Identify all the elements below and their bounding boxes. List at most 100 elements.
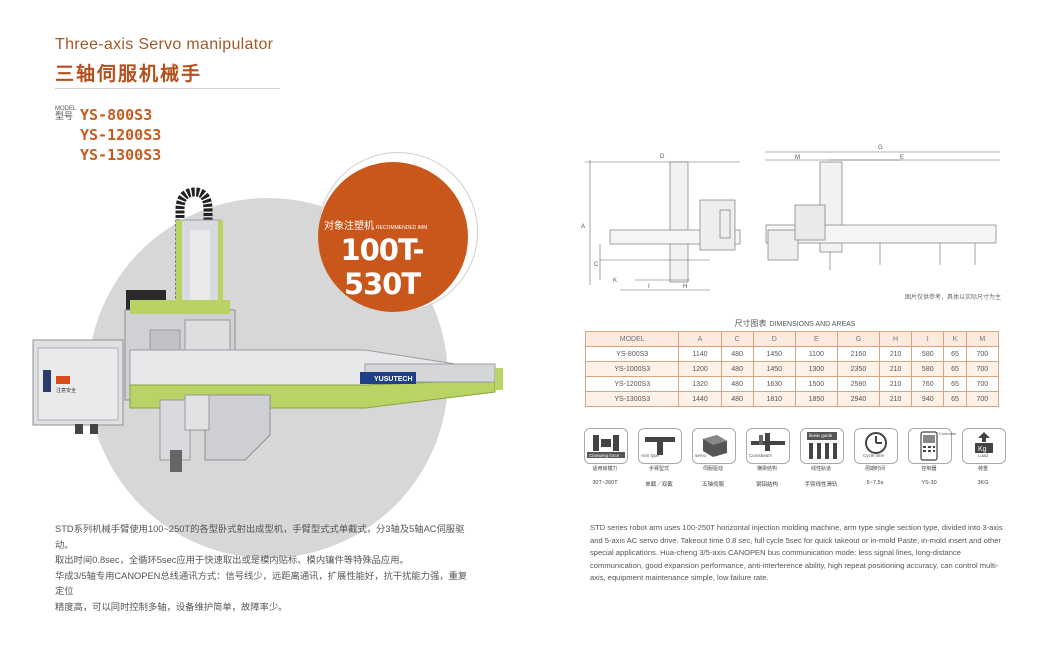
table-cell: 1300: [794, 361, 838, 377]
feature-crossbeam: Crossbeam 横梁结构 钢铝结构: [746, 428, 790, 488]
model-list: YS-800S3 YS-1200S3 YS-1300S3: [80, 105, 161, 165]
header-cell: G: [836, 331, 880, 347]
title-divider: [55, 88, 280, 89]
table-cell: 1850: [794, 391, 838, 407]
arm-type-icon: Arm type: [638, 428, 682, 464]
feature-load: Kg Load 荷重 3KG: [962, 428, 1006, 486]
header-cell: I: [911, 331, 945, 347]
header-cell: H: [878, 331, 913, 347]
dim-label: G: [878, 145, 883, 151]
header-cell: D: [752, 331, 796, 347]
dim-label: M: [795, 155, 800, 161]
clamping-force-icon: Clamping force: [584, 428, 628, 464]
table-cell: 1200: [678, 361, 722, 377]
header-cell: MODEL: [584, 331, 680, 347]
table-cell: 210: [878, 376, 913, 392]
feature-value: 3KG: [977, 480, 989, 486]
feature-caption: 伺服驱动: [702, 466, 723, 472]
header-cell: E: [794, 331, 838, 347]
model-label: MODEL 型号: [55, 106, 76, 121]
tonnage-badge: [318, 162, 468, 312]
desc-cn-line: STD系列机械手臂使用100~250T的各型卧式射出成型机，手臂型式式单截式，分…: [55, 524, 465, 550]
feature-value: 30T~260T: [592, 480, 618, 486]
table-cell: 65: [943, 346, 967, 362]
dim-label: H: [683, 284, 687, 290]
title-chinese: 三轴伺服机械手: [55, 64, 203, 85]
table-cell: 1500: [794, 376, 838, 392]
description-chinese: STD系列机械手臂使用100~250T的各型卧式射出成型机，手臂型式式单截式，分…: [55, 522, 475, 615]
table-cell: 2940: [836, 391, 880, 407]
table-cell: 65: [943, 391, 967, 407]
table-cell: 210: [878, 391, 913, 407]
warning-label: 注意安全: [56, 387, 76, 394]
feature-cycle-time: Cycle time 周期时间 5~7.5s: [854, 428, 898, 486]
table-row: YS-1000S3 1200 480 1450 1300 2350 210 58…: [584, 361, 1000, 377]
feature-label: Crossbeam: [749, 453, 773, 458]
feature-value: 五轴伺服: [701, 482, 724, 488]
table-row: YS-1200S3 1320 480 1630 1500 2580 210 76…: [584, 376, 1000, 392]
header-cell: C: [720, 331, 754, 347]
dim-label: K: [613, 278, 617, 284]
header-cell: M: [965, 331, 1000, 347]
feature-clamping-force: Clamping force 适用锁模力 30T~260T: [584, 428, 628, 486]
table-cell: 580: [911, 361, 945, 377]
table-cell: 940: [911, 391, 945, 407]
table-cell: 1100: [794, 346, 838, 362]
table-header-row: MODEL A C D E G H I K M: [584, 331, 1000, 347]
feature-linear-guide: linear guide 线性轨道 手臂线性滑轨: [800, 428, 844, 488]
dim-label: D: [660, 154, 665, 160]
feature-label: Cycle time: [863, 453, 885, 458]
recommended-en: RECOMMENDED IMM: [376, 225, 428, 231]
svg-text:Kg: Kg: [978, 446, 987, 453]
table-cell: 760: [911, 376, 945, 392]
description-english: STD series robot arm uses 100-250T horiz…: [590, 523, 1003, 583]
feature-value: 单截／双截: [645, 482, 673, 488]
table-cell: 580: [911, 346, 945, 362]
dim-label: C: [594, 262, 599, 268]
feature-label: Load: [978, 453, 989, 458]
drawing-note: 图片仅供参考，具体以实际尺寸为主: [905, 295, 1002, 301]
table-cell: 1810: [752, 391, 796, 407]
feature-caption: 手臂型式: [648, 466, 669, 472]
table-title-cn: 尺寸图表: [734, 319, 767, 328]
feature-label: linear guide: [809, 433, 833, 438]
dimension-drawing: D A C K I H G M E: [581, 145, 1000, 291]
table-row: YS-1300S3 1440 480 1810 1850 2940 210 94…: [584, 391, 1000, 407]
crossbeam-icon: Crossbeam: [746, 428, 790, 464]
controller-icon: Controller: [908, 428, 956, 464]
table-cell: YS-800S3: [584, 346, 680, 362]
desc-cn-line: 华成3/5轴专用CANOPEN总线通讯方式：信号线少，远距离通讯，扩展性能好，抗…: [55, 570, 468, 597]
manipulator-illustration: 注意安全 YUSUTECH: [32, 187, 503, 472]
desc-cn-line: 精度高，可以同时控制多轴，设备维护简单，故障率少。: [55, 601, 288, 612]
table-title-en: DIMENSIONS AND AREAS: [769, 321, 856, 328]
table-cell: 1440: [678, 391, 722, 407]
table-cell: 480: [720, 376, 754, 392]
table-cell: 700: [965, 376, 1000, 392]
feature-value: 5~7.5s: [866, 480, 884, 486]
table-cell: 210: [878, 361, 913, 377]
feature-label: servo: [695, 453, 707, 458]
feature-caption: 适用锁模力: [592, 466, 618, 472]
dim-label: I: [648, 284, 650, 290]
feature-caption: 控制器: [921, 466, 937, 472]
feature-servo: servo 伺服驱动 五轴伺服: [692, 428, 736, 488]
table-cell: 65: [943, 361, 967, 377]
feature-label: Controller: [939, 431, 957, 436]
table-cell: 1450: [752, 361, 796, 377]
feature-controller: Controller 控制器 YS-30: [908, 428, 956, 486]
table-cell: 480: [720, 391, 754, 407]
cycle-time-icon: Cycle time: [854, 428, 898, 464]
table-cell: 480: [720, 361, 754, 377]
feature-arm-type: Arm type 手臂型式 单截／双截: [638, 428, 682, 488]
dimensions-table: MODEL A C D E G H I K M YS-800S3 1140 48…: [584, 331, 1000, 407]
brand-logo: YUSUTECH: [374, 376, 413, 383]
model-item: YS-1300S3: [80, 146, 162, 164]
table-cell: 700: [965, 346, 1000, 362]
dim-label: A: [581, 224, 585, 230]
model-item: YS-800S3: [80, 106, 153, 124]
tonnage-range: 100T-530T: [340, 233, 424, 301]
servo-icon: servo: [692, 428, 736, 464]
table-cell: 2160: [836, 346, 880, 362]
